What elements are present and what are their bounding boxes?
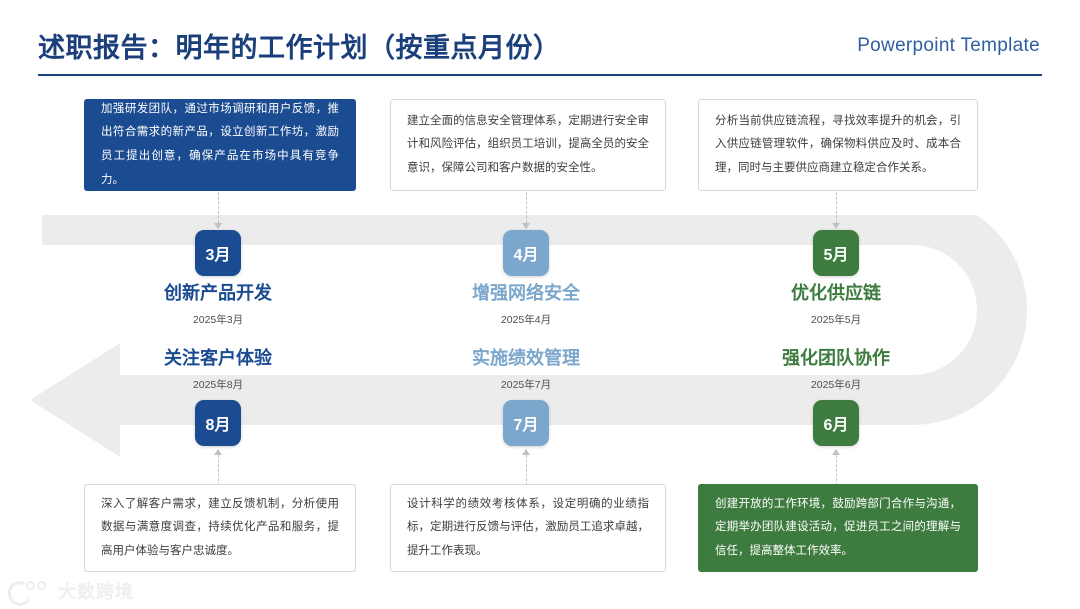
milestone-date: 2025年6月	[810, 378, 862, 391]
month-badge-august[interactable]: 8月	[195, 400, 241, 446]
milestone-label-april: 增强网络安全 2025年4月	[396, 283, 656, 327]
connector-august	[214, 449, 222, 486]
milestone-heading: 优化供应链	[791, 283, 881, 303]
milestone-date: 2025年3月	[192, 313, 244, 326]
connector-line	[836, 192, 837, 228]
page-title: 述职报告：明年的工作计划（按重点月份）	[38, 33, 561, 63]
milestone-label-july: 实施绩效管理 2025年7月	[396, 348, 656, 392]
month-badge-march[interactable]: 3月	[195, 230, 241, 276]
milestone-label-march: 创新产品开发 2025年3月	[88, 283, 348, 327]
connector-line	[836, 450, 837, 486]
milestone-heading: 强化团队协作	[782, 348, 890, 368]
month-badge-june[interactable]: 6月	[813, 400, 859, 446]
detail-card-text: 创建开放的工作环境，鼓励跨部门合作与沟通，定期举办团队建设活动，促进员工之间的理…	[715, 497, 961, 557]
detail-card-text: 建立全面的信息安全管理体系，定期进行安全审计和风险评估，组织员工培训，提高全员的…	[407, 114, 649, 174]
milestone-date: 2025年8月	[192, 378, 244, 391]
month-badge-april[interactable]: 4月	[503, 230, 549, 276]
milestone-heading: 实施绩效管理	[472, 348, 580, 368]
detail-card-march: 加强研发团队，通过市场调研和用户反馈，推出符合需求的新产品，设立创新工作坊，激励…	[84, 99, 356, 191]
connector-april	[522, 192, 530, 229]
watermark: 大数跨境	[5, 578, 134, 609]
milestone-label-august: 关注客户体验 2025年8月	[88, 348, 348, 392]
milestone-date: 2025年4月	[500, 313, 552, 326]
detail-card-text: 设计科学的绩效考核体系，设定明确的业绩指标，定期进行反馈与评估，激励员工追求卓越…	[407, 497, 649, 557]
connector-line	[526, 192, 527, 228]
connector-line	[526, 450, 527, 486]
milestone-date: 2025年5月	[810, 313, 862, 326]
detail-card-august: 深入了解客户需求，建立反馈机制，分析使用数据与满意度调查，持续优化产品和服务，提…	[84, 484, 356, 572]
connector-arrow-icon	[832, 449, 840, 455]
connector-arrow-icon	[522, 223, 530, 229]
connector-march	[214, 192, 222, 229]
milestone-label-may: 优化供应链 2025年5月	[706, 283, 966, 327]
slide-header: 述职报告：明年的工作计划（按重点月份） Powerpoint Template	[0, 0, 1080, 82]
milestone-label-june: 强化团队协作 2025年6月	[706, 348, 966, 392]
timeline-ribbon	[0, 215, 1080, 460]
ribbon-arrow-shape	[30, 215, 1027, 457]
header-divider	[38, 74, 1042, 76]
detail-card-april: 建立全面的信息安全管理体系，定期进行安全审计和风险评估，组织员工培训，提高全员的…	[390, 99, 666, 191]
detail-card-text: 分析当前供应链流程，寻找效率提升的机会，引入供应链管理软件，确保物料供应及时、成…	[715, 114, 961, 174]
milestone-heading: 增强网络安全	[472, 283, 580, 303]
detail-card-july: 设计科学的绩效考核体系，设定明确的业绩指标，定期进行反馈与评估，激励员工追求卓越…	[390, 484, 666, 572]
detail-card-may: 分析当前供应链流程，寻找效率提升的机会，引入供应链管理软件，确保物料供应及时、成…	[698, 99, 978, 191]
detail-card-june: 创建开放的工作环境，鼓励跨部门合作与沟通，定期举办团队建设活动，促进员工之间的理…	[698, 484, 978, 572]
milestone-heading: 创新产品开发	[164, 283, 272, 303]
milestone-date: 2025年7月	[500, 378, 552, 391]
connector-arrow-icon	[214, 449, 222, 455]
connector-may	[832, 192, 840, 229]
month-badge-july[interactable]: 7月	[503, 400, 549, 446]
watermark-text: 大数跨境	[58, 582, 134, 602]
detail-card-text: 深入了解客户需求，建立反馈机制，分析使用数据与满意度调查，持续优化产品和服务，提…	[101, 497, 339, 557]
connector-line	[218, 450, 219, 486]
month-badge-may[interactable]: 5月	[813, 230, 859, 276]
connector-arrow-icon	[832, 223, 840, 229]
connector-line	[218, 192, 219, 228]
detail-card-text: 加强研发团队，通过市场调研和用户反馈，推出符合需求的新产品，设立创新工作坊，激励…	[101, 102, 339, 186]
milestone-heading: 关注客户体验	[164, 348, 272, 368]
connector-arrow-icon	[522, 449, 530, 455]
template-subtitle: Powerpoint Template	[857, 35, 1040, 56]
connector-arrow-icon	[214, 223, 222, 229]
connector-june	[832, 449, 840, 486]
connector-july	[522, 449, 530, 486]
watermark-logo-icon	[5, 578, 52, 609]
